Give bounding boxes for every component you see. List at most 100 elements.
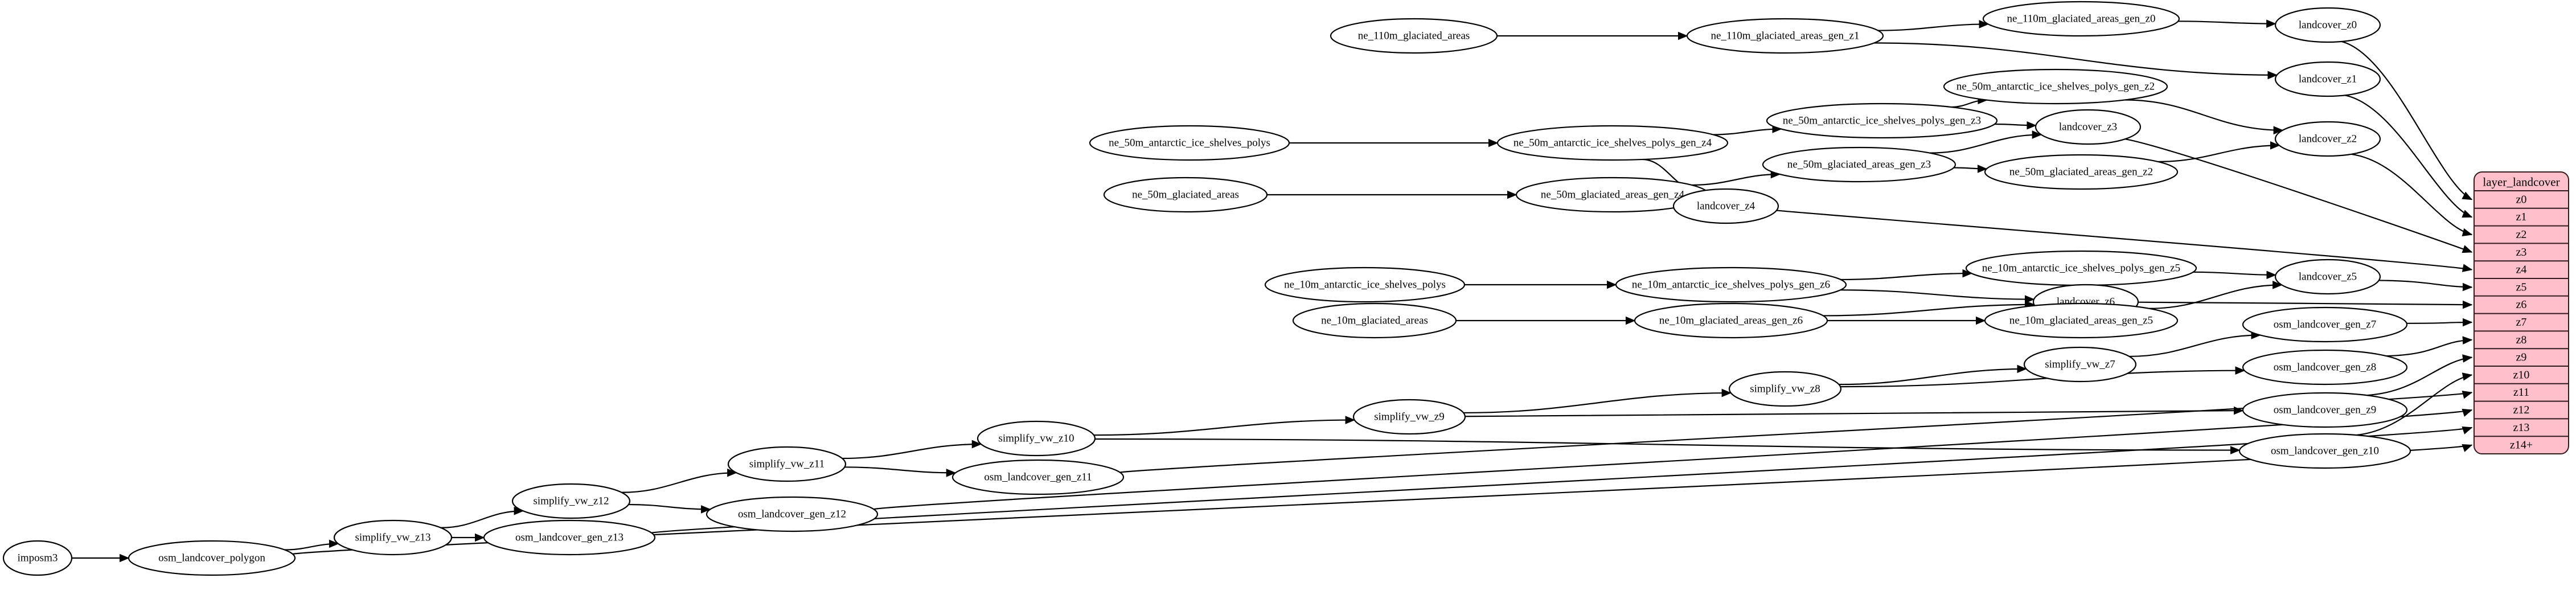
edge-ne_50m_antarctic_ice_shelves_polys_gen_z4-to-ne_50m_antarctic_ice_shelves_polys_gen_z3: [1713, 125, 1782, 136]
edge-simplify_vw_z9-to-simplify_vw_z8: [1463, 388, 1732, 414]
node-simplify_vw_z13[interactable]: simplify_vw_z13: [333, 519, 453, 556]
table-row-z11[interactable]: z11: [2513, 386, 2529, 399]
node-ne_110m_glaciated_areas_gen_z0[interactable]: ne_110m_glaciated_areas_gen_z0: [1982, 1, 2180, 37]
edge-landcover_z0-to-table-0: [2341, 40, 2473, 200]
node-ellipse: [1982, 1, 2180, 37]
node-ne_10m_glaciated_areas_gen_z5[interactable]: ne_10m_glaciated_areas_gen_z5: [1984, 302, 2179, 339]
node-simplify_vw_z8[interactable]: simplify_vw_z8: [1728, 371, 1842, 407]
node-landcover_z0[interactable]: landcover_z0: [2274, 7, 2381, 43]
node-label: osm_landcover_gen_z10: [2271, 445, 2379, 457]
node-landcover_z2[interactable]: landcover_z2: [2274, 121, 2381, 157]
table-row-z9[interactable]: z9: [2516, 351, 2527, 364]
edge-simplify_vw_z10-to-osm_landcover_gen_z10: [1094, 438, 2241, 454]
table-row-z1[interactable]: z1: [2516, 211, 2527, 223]
edge-ne_10m_glaciated_areas_gen_z5-to-landcover_z5: [2149, 281, 2283, 309]
table-row-z0[interactable]: z0: [2516, 193, 2527, 206]
node-label: osm_landcover_gen_z11: [984, 471, 1092, 483]
table-row-z3[interactable]: z3: [2516, 246, 2527, 259]
edge-landcover_z1-to-table-1: [2344, 95, 2473, 218]
edge-landcover_z2-to-table-2: [2351, 153, 2473, 237]
node-label: ne_50m_glaciated_areas: [1132, 189, 1239, 201]
edge-ne_50m_glaciated_areas_gen_z3-to-landcover_z3: [1930, 130, 2042, 154]
node-landcover_z4[interactable]: landcover_z4: [1672, 188, 1779, 224]
node-ne_50m_glaciated_areas[interactable]: ne_50m_glaciated_areas: [1103, 177, 1268, 213]
node-landcover_z1[interactable]: landcover_z1: [2274, 61, 2381, 97]
node-ne_50m_glaciated_areas_gen_z2[interactable]: ne_50m_glaciated_areas_gen_z2: [1984, 154, 2179, 190]
node-ne_110m_glaciated_areas_gen_z1[interactable]: ne_110m_glaciated_areas_gen_z1: [1686, 18, 1884, 54]
edge-simplify_vw_z11-to-simplify_vw_z10: [842, 440, 982, 460]
node-imposm3[interactable]: imposm3: [2, 540, 73, 576]
node-ellipse: [1686, 18, 1884, 54]
node-label: ne_10m_antarctic_ice_shelves_polys: [1284, 279, 1446, 291]
table-row-z14+[interactable]: z14+: [2510, 439, 2533, 452]
table-row-z6[interactable]: z6: [2516, 298, 2527, 311]
node-label: ne_50m_antarctic_ice_shelves_polys_gen_z…: [1956, 81, 2155, 93]
node-ne_50m_glaciated_areas_gen_z3[interactable]: ne_50m_glaciated_areas_gen_z3: [1762, 146, 1956, 183]
node-landcover_z5[interactable]: landcover_z5: [2274, 259, 2381, 295]
table-row-z10[interactable]: z10: [2513, 368, 2530, 381]
edge-osm_landcover_gen_z12-to-table-12: [873, 408, 2473, 510]
edge-osm_landcover_polygon-to-simplify_vw_z13: [284, 539, 339, 551]
node-ellipse: [333, 519, 453, 556]
table-row-z2[interactable]: z2: [2516, 228, 2527, 241]
node-label: ne_10m_glaciated_areas: [1321, 315, 1428, 327]
node-ne_50m_glaciated_areas_gen_z4[interactable]: ne_50m_glaciated_areas_gen_z4: [1515, 177, 1710, 213]
node-ne_110m_glaciated_areas[interactable]: ne_110m_glaciated_areas: [1330, 18, 1498, 54]
node-osm_landcover_gen_z7[interactable]: osm_landcover_gen_z7: [2242, 306, 2408, 343]
table-row-z13[interactable]: z13: [2513, 421, 2530, 434]
node-ellipse: [1615, 266, 1847, 303]
edge-ne_50m_glaciated_areas_gen_z4-to-ne_50m_glaciated_areas_gen_z3: [1692, 170, 1781, 186]
node-osm_landcover_gen_z11[interactable]: osm_landcover_gen_z11: [951, 459, 1125, 495]
node-ellipse: [511, 483, 631, 519]
layer-landcover-table[interactable]: layer_landcoverz0z1z2z3z4z5z6z7z8z9z10z1…: [2474, 171, 2569, 454]
node-label: ne_10m_antarctic_ice_shelves_polys_gen_z…: [1982, 263, 2180, 274]
table-row-z5[interactable]: z5: [2516, 281, 2527, 293]
node-ne_50m_antarctic_ice_shelves_polys_gen_z4[interactable]: ne_50m_antarctic_ice_shelves_polys_gen_z…: [1496, 125, 1729, 161]
node-simplify_vw_z12[interactable]: simplify_vw_z12: [511, 483, 631, 519]
node-label: osm_landcover_gen_z8: [2274, 362, 2376, 374]
table-row-z8[interactable]: z8: [2516, 334, 2527, 346]
edge-ne_10m_antarctic_ice_shelves_polys_gen_z6-to-landcover_z6: [1840, 289, 2035, 304]
node-osm_landcover_gen_z10[interactable]: osm_landcover_gen_z10: [2238, 433, 2411, 469]
node-ne_10m_antarctic_ice_shelves_polys_gen_z6[interactable]: ne_10m_antarctic_ice_shelves_polys_gen_z…: [1615, 266, 1847, 303]
node-ne_10m_antarctic_ice_shelves_polys[interactable]: ne_10m_antarctic_ice_shelves_polys: [1264, 266, 1466, 303]
node-label: landcover_z2: [2299, 133, 2357, 145]
node-ellipse: [2274, 61, 2381, 97]
node-ne_50m_antarctic_ice_shelves_polys_gen_z2[interactable]: ne_50m_antarctic_ice_shelves_polys_gen_z…: [1943, 68, 2168, 105]
node-simplify_vw_z9[interactable]: simplify_vw_z9: [1352, 399, 1466, 435]
node-label: ne_10m_antarctic_ice_shelves_polys_gen_z…: [1632, 279, 1830, 291]
node-osm_landcover_gen_z8[interactable]: osm_landcover_gen_z8: [2242, 349, 2408, 386]
node-ellipse: [1352, 399, 1466, 435]
node-ellipse: [2, 540, 73, 576]
node-osm_landcover_polygon[interactable]: osm_landcover_polygon: [128, 540, 296, 576]
node-ne_10m_glaciated_areas[interactable]: ne_10m_glaciated_areas: [1292, 302, 1457, 339]
node-ne_50m_antarctic_ice_shelves_polys_gen_z3[interactable]: ne_50m_antarctic_ice_shelves_polys_gen_z…: [1766, 102, 1998, 139]
edge-ne_50m_antarctic_ice_shelves_polys_gen_z3-to-landcover_z3: [1994, 121, 2037, 130]
node-ellipse: [1634, 302, 1828, 339]
node-osm_landcover_gen_z12[interactable]: osm_landcover_gen_z12: [705, 496, 879, 532]
node-label: ne_50m_antarctic_ice_shelves_polys: [1109, 137, 1270, 149]
node-simplify_vw_z7[interactable]: simplify_vw_z7: [2023, 346, 2137, 383]
node-ne_10m_glaciated_areas_gen_z6[interactable]: ne_10m_glaciated_areas_gen_z6: [1634, 302, 1828, 339]
node-label: simplify_vw_z10: [999, 433, 1074, 445]
node-osm_landcover_gen_z9[interactable]: osm_landcover_gen_z9: [2242, 392, 2408, 428]
table-row-z4[interactable]: z4: [2516, 264, 2527, 276]
table-row-z12[interactable]: z12: [2513, 404, 2530, 416]
node-osm_landcover_gen_z13[interactable]: osm_landcover_gen_z13: [483, 519, 656, 556]
node-ne_50m_antarctic_ice_shelves_polys[interactable]: ne_50m_antarctic_ice_shelves_polys: [1089, 125, 1290, 161]
node-simplify_vw_z10[interactable]: simplify_vw_z10: [977, 420, 1096, 457]
edge-ne_10m_antarctic_ice_shelves_polys_gen_z6-to-ne_10m_antarctic_ice_shelves_polys_gen_z5: [1840, 269, 1972, 281]
node-label: simplify_vw_z7: [2045, 359, 2115, 371]
node-landcover_z3[interactable]: landcover_z3: [2034, 109, 2142, 145]
node-simplify_vw_z11[interactable]: simplify_vw_z11: [727, 446, 847, 482]
node-label: ne_50m_glaciated_areas_gen_z4: [1541, 189, 1685, 201]
edge-ne_110m_glaciated_areas_gen_z1-to-landcover_z1: [1874, 42, 2278, 80]
node-label: simplify_vw_z11: [749, 458, 825, 470]
node-ne_10m_antarctic_ice_shelves_polys_gen_z5[interactable]: ne_10m_antarctic_ice_shelves_polys_gen_z…: [1965, 250, 2197, 286]
node-ellipse: [1984, 302, 2179, 339]
edge-simplify_vw_z12-to-osm_landcover_gen_z12: [628, 503, 711, 514]
node-label: ne_10m_glaciated_areas_gen_z5: [2009, 315, 2153, 327]
table-row-z7[interactable]: z7: [2516, 316, 2527, 329]
edge-landcover_z4-to-table-4: [1776, 210, 2473, 272]
